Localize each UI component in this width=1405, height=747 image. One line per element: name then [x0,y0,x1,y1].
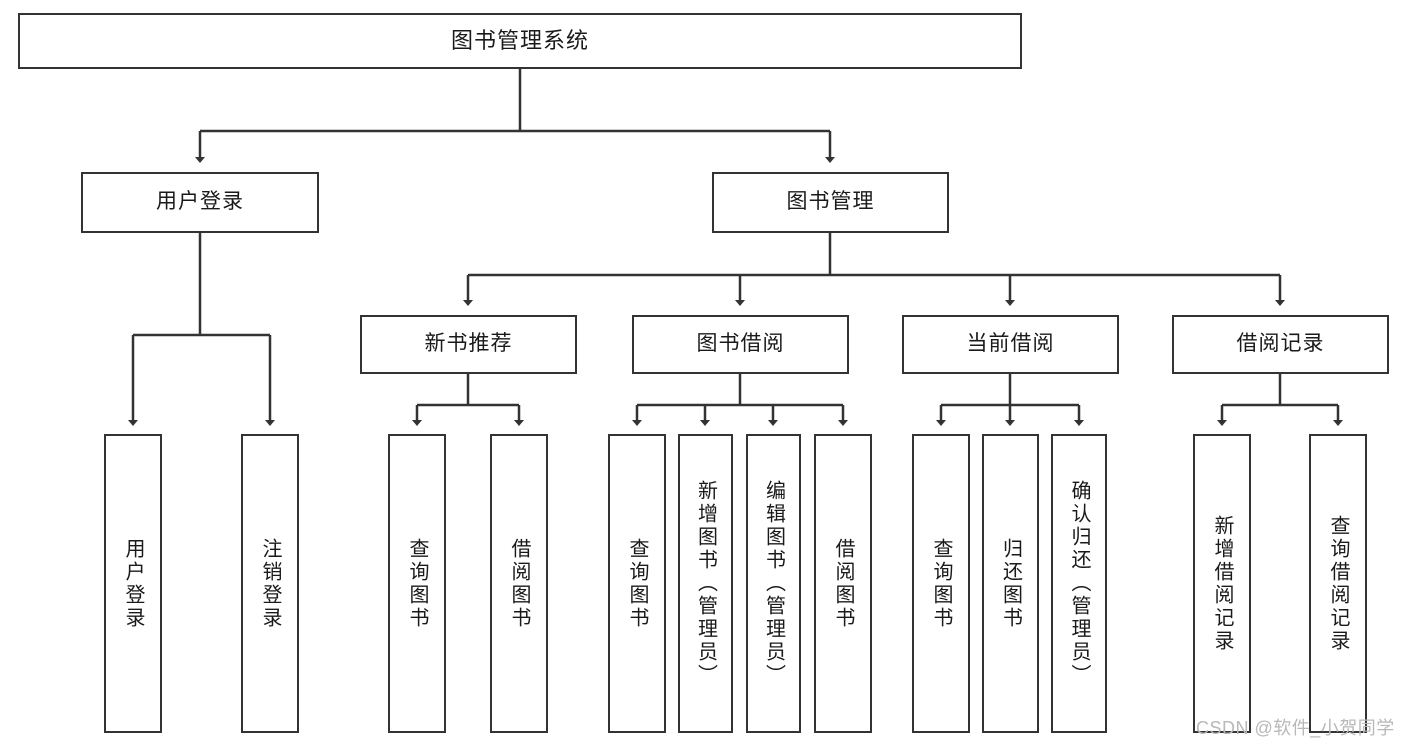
leaf-record-add-borrow-record[interactable]: 新增借阅记录 [1193,434,1251,733]
node-new-book-recommend[interactable]: 新书推荐 [360,315,577,374]
node-label: 确认归还（管理员） [1068,480,1090,687]
leaf-borrow-query-book[interactable]: 查询图书 [608,434,666,733]
node-label: 新增图书（管理员） [694,480,717,687]
leaf-user-login-signin[interactable]: 用户登录 [104,434,162,733]
node-label: 用户登录 [156,190,244,214]
leaf-record-query-borrow-record[interactable]: 查询借阅记录 [1309,434,1367,733]
node-label: 用户登录 [122,537,144,630]
csdn-watermark: CSDN @软件_小贺同学 [1196,718,1395,738]
node-label: 图书借阅 [696,332,785,356]
node-label: 图书管理系统 [450,28,589,54]
node-label: 注销登录 [259,537,281,630]
node-label: 当前借阅 [966,332,1055,356]
leaf-recommend-borrow-book[interactable]: 借阅图书 [490,434,548,733]
node-current-borrow[interactable]: 当前借阅 [902,315,1119,374]
node-book-borrow[interactable]: 图书借阅 [632,315,849,374]
node-label: 查询借阅记录 [1327,514,1349,653]
leaf-user-login-signout[interactable]: 注销登录 [241,434,299,733]
node-root-system[interactable]: 图书管理系统 [18,13,1022,69]
node-book-management[interactable]: 图书管理 [712,172,949,233]
node-label: 借阅图书 [508,537,530,630]
leaf-recommend-query-book[interactable]: 查询图书 [388,434,446,733]
leaf-borrow-add-book-admin[interactable]: 新增图书（管理员） [678,434,733,733]
node-label: 借阅记录 [1236,332,1325,356]
node-borrow-record[interactable]: 借阅记录 [1172,315,1389,374]
leaf-current-query-book[interactable]: 查询图书 [912,434,970,733]
leaf-current-confirm-return-admin[interactable]: 确认归还（管理员） [1051,434,1107,733]
node-label: 新增借阅记录 [1211,514,1233,653]
leaf-borrow-borrow-book[interactable]: 借阅图书 [814,434,872,733]
node-label: 图书管理 [786,190,875,214]
node-label: 查询图书 [406,537,428,630]
node-user-login[interactable]: 用户登录 [81,172,319,233]
node-label: 新书推荐 [424,332,513,356]
leaf-current-return-book[interactable]: 归还图书 [982,434,1039,733]
node-label: 查询图书 [930,537,952,630]
node-label: 编辑图书（管理员） [762,480,785,687]
node-label: 借阅图书 [832,537,854,630]
leaf-borrow-edit-book-admin[interactable]: 编辑图书（管理员） [746,434,801,733]
node-label: 查询图书 [626,537,648,630]
node-label: 归还图书 [999,537,1022,630]
